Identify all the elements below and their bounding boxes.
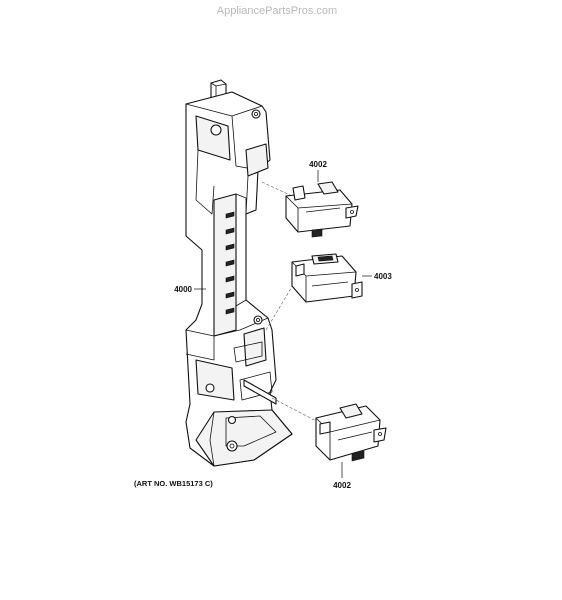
callout-switch-middle: 4003 <box>362 272 392 281</box>
spine-teeth <box>225 211 235 315</box>
callout-label-switch-bottom: 4002 <box>333 481 351 490</box>
micro-switch-top[interactable] <box>285 181 359 238</box>
callout-label-switch-top: 4002 <box>309 160 327 169</box>
callout-label-bracket: 4000 <box>174 285 192 294</box>
watermark-text: AppliancePartsPros.com <box>217 5 337 17</box>
callout-label-switch-middle: 4003 <box>374 272 392 281</box>
micro-switch-middle[interactable] <box>291 253 363 303</box>
callout-switch-bottom: 4002 <box>333 462 351 490</box>
callout-bracket: 4000 <box>174 285 206 294</box>
micro-switch-bottom[interactable] <box>315 403 387 462</box>
callout-switch-top: 4002 <box>309 160 327 182</box>
latch-bracket-part[interactable] <box>185 79 323 467</box>
art-number-label: (ART NO. WB15173 C) <box>134 479 213 488</box>
